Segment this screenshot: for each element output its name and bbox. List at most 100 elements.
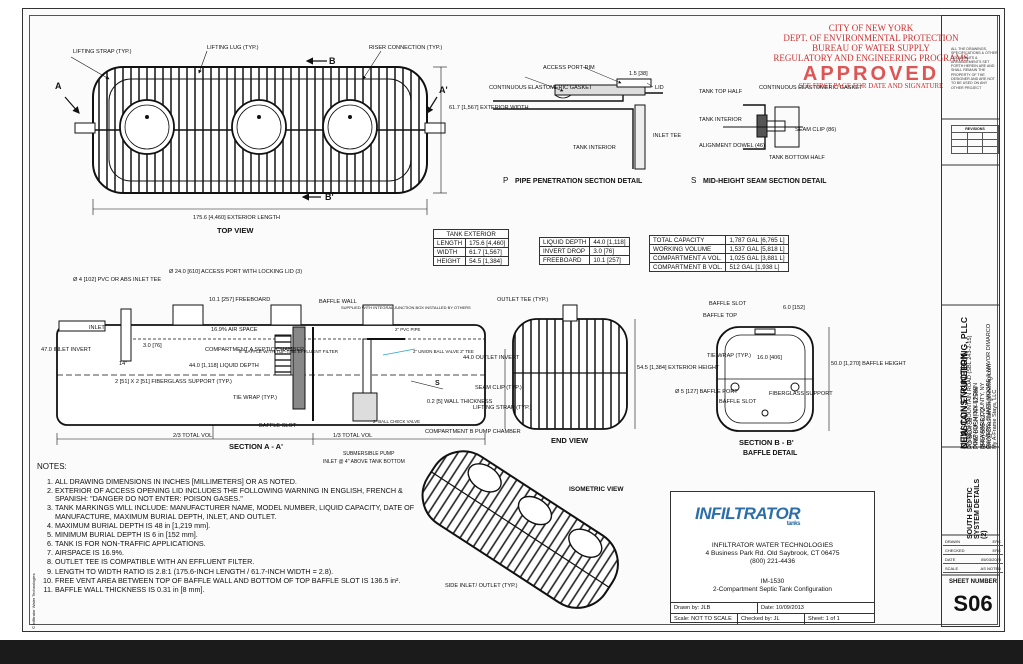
section-marker-b-prime: B' (325, 192, 334, 202)
pipe-detail-marker: P (503, 176, 508, 185)
sheet-number-label: SHEET NUMBER (948, 579, 997, 585)
label-seam-clip: SEAM CLIP (86) (795, 127, 836, 133)
label-inlet-tee: INLET TEE (653, 133, 681, 139)
checked-value: ERC (992, 547, 1001, 553)
company-info: INFILTRATOR WATER TECHNOLOGIES 4 Busines… (671, 542, 874, 566)
stamp-note: SEE FIRST PAGE FOR DATE AND SIGNATURE (798, 82, 944, 90)
stamp-line-2: DEPT. OF ENVIRONMENTAL PROTECTION (783, 33, 959, 43)
stamp-line-4: REGULATORY AND ENGINEERING PROGRAMS (773, 53, 969, 63)
note-item: ALL DRAWING DIMENSIONS IN INCHES [MILLIM… (55, 477, 432, 487)
label-tie-wrap: TIE WRAP (TYP.) (233, 395, 277, 401)
notes-list: ALL DRAWING DIMENSIONS IN INCHES [MILLIM… (37, 477, 432, 595)
drawing-scale: Scale: NOT TO SCALE (671, 614, 738, 624)
stamp-approved: APPROVED (802, 63, 940, 85)
capacity-value: 512 GAL [1,938 L] (725, 262, 789, 272)
label-end-strap: LIFTING STRAP (TYP.) (473, 405, 532, 411)
label-pvc-pipe: 2" PVC PIPE (395, 327, 421, 332)
label-access-port: Ø 24.0 [610] ACCESS PORT WITH LOCKING LI… (169, 269, 302, 275)
capacity-key: TOTAL CAPACITY (648, 235, 727, 245)
drawn-by: Drawn by: JLB (671, 603, 758, 613)
drawing-date: Date: 10/09/2013 (761, 605, 804, 611)
label-b-tie-wrap: TIE WRAP (TYP.) (707, 353, 751, 359)
note-item: TANK MARKINGS WILL INCLUDE: MANUFACTURER… (55, 504, 432, 521)
section-a-title: SECTION A - A' (229, 442, 283, 451)
sheet-border (29, 15, 998, 625)
logo-text: INFILTRATOR (695, 504, 800, 523)
label-end-height: 54.5 [1,384] EXTERIOR HEIGHT (637, 365, 720, 371)
scale-value: AS NOTED (980, 565, 1001, 571)
label-supplied: SUPPLIED WITH INTEGRAL JUNCTION BOX INST… (341, 305, 471, 310)
label-fiberglass-support: FIBERGLASS SUPPORT (769, 391, 833, 397)
company-phone: (800) 221-4436 (749, 558, 796, 565)
date-value: 05/03/2023 (980, 556, 1001, 562)
label-pipe-dim: 1.5 [38] (629, 71, 648, 77)
label-dim-14: 14" (119, 361, 127, 367)
label-compartment-b: COMPARTMENT B PUMP CHAMBER (425, 429, 521, 435)
drawing-title: SOUTH SEPTIC SYSTEM DETAILS (2) (967, 478, 988, 539)
note-item: OUTLET TEE IS COMPATIBLE WITH AN EFFLUEN… (55, 558, 432, 567)
bottom-bar (0, 640, 1023, 664)
note-item: FREE VENT AREA BETWEEN TOP OF BAFFLE WAL… (55, 576, 432, 586)
checked-label: CHECKED (945, 547, 965, 553)
label-dowel: ALIGNMENT DOWEL (46) (699, 143, 765, 149)
title-block-footer: Drawn by: JLB Date: 10/09/2013 Scale: NO… (671, 602, 874, 624)
label-two-thirds: 2/3 TOTAL VOL (173, 433, 212, 439)
exterior-table-header: TANK EXTERIOR (432, 229, 510, 239)
label-dim-6: 6.0 [152] (783, 305, 805, 311)
end-view-title: END VIEW (551, 436, 589, 445)
access-port-1 (119, 99, 175, 155)
drawing-id: IM-1530 2-Compartment Septic Tank Config… (671, 578, 874, 594)
note-item: MAXIMUM BURIAL DEPTH IS 48 in [1,219 mm]… (55, 521, 432, 531)
label-seam-gasket: CONTINUOUS ELASTOMERIC GASKET (759, 85, 863, 91)
access-port-2 (231, 99, 287, 155)
manufacturer-title-block: INFILTRATOR tanks INFILTRATOR WATER TECH… (670, 491, 875, 624)
depth-value: 10.1 [257] (589, 255, 630, 265)
label-freeboard: 10.1 [257] FREEBOARD (209, 297, 270, 303)
label-baffle-height: 50.0 [1,270] BAFFLE HEIGHT (831, 361, 907, 367)
side-disclaimer: ALL THE DRAWINGS, SPECIFICATIONS & OTHER… (951, 47, 998, 90)
pipe-detail-title: PIPE PENETRATION SECTION DETAIL (515, 178, 643, 185)
label-baffle-wall: BAFFLE WALL (319, 299, 357, 305)
exterior-value: 61.7 [1,567] (465, 247, 510, 257)
end-view (504, 304, 636, 430)
isometric-title: ISOMETRIC VIEW (569, 486, 624, 493)
seam-detail-marker: S (691, 176, 696, 185)
seam-detail (723, 104, 803, 150)
notes-section: NOTES: ALL DRAWING DIMENSIONS IN INCHES … (37, 462, 432, 595)
label-access-rim: ACCESS PORT RIM (543, 65, 595, 71)
label-baffle-filter: 6" BAFFLE WITH TUF-TITE EFFLUENT FILTER (239, 349, 339, 354)
revisions-table: REVISIONS (951, 125, 999, 154)
technical-drawing: LIFTING STRAP (TYP.) LIFTING LUG (TYP.) … (31, 45, 907, 629)
label-pump: SUBMERSIBLE PUMP (343, 451, 395, 457)
label-seam-interior: TANK INTERIOR (699, 117, 742, 123)
seam-detail-title: MID-HEIGHT SEAM SECTION DETAIL (703, 178, 827, 185)
label-baffle-slot-a: BAFFLE SLOT (259, 423, 297, 429)
label-baffle-top: BAFFLE TOP (703, 313, 737, 319)
watermark-text: © Infiltrator Water Technologies (31, 573, 36, 629)
label-one-third: 1/3 TOTAL VOL (333, 433, 372, 439)
label-pvc-inlet: Ø 4 [102] PVC OR ABS INLET TEE (73, 277, 161, 283)
depth-value: 44.0 [1,118] (589, 237, 630, 247)
capacity-value: 1,537 GAL [5,818 L] (725, 244, 789, 254)
label-riser: RISER CONNECTION (TYP.) (369, 45, 442, 51)
exterior-value: 54.5 [1,384] (465, 256, 510, 266)
infiltrator-logo: INFILTRATOR tanks (695, 504, 800, 527)
label-width-dim: 61.7 [1,567] EXTERIOR WIDTH (449, 105, 529, 111)
section-b-title: SECTION B - B' (739, 438, 794, 447)
label-air-space: 16.9% AIR SPACE (211, 327, 258, 333)
note-item: EXTERIOR OF ACCESS OPENING LID INCLUDES … (55, 486, 432, 504)
logo-subtext: tanks (786, 521, 801, 527)
label-pipe-interior: TANK INTERIOR (573, 145, 616, 151)
capacity-value: 1,787 GAL [6,765 L] (725, 235, 789, 245)
scale-label: SCALE (945, 565, 959, 571)
label-side-inlet: SIDE INLET/ OUTLET (TYP.) (445, 583, 518, 589)
model-description: 2-Compartment Septic Tank Configuration (713, 586, 832, 593)
label-length-dim: 175.6 [4,460] EXTERIOR LENGTH (193, 215, 280, 221)
note-item: TANK IS FOR NON-TRAFFIC APPLICATIONS. (55, 540, 432, 549)
side-block-frame (941, 15, 1000, 627)
exterior-key: HEIGHT (432, 256, 467, 266)
top-view (64, 50, 447, 215)
